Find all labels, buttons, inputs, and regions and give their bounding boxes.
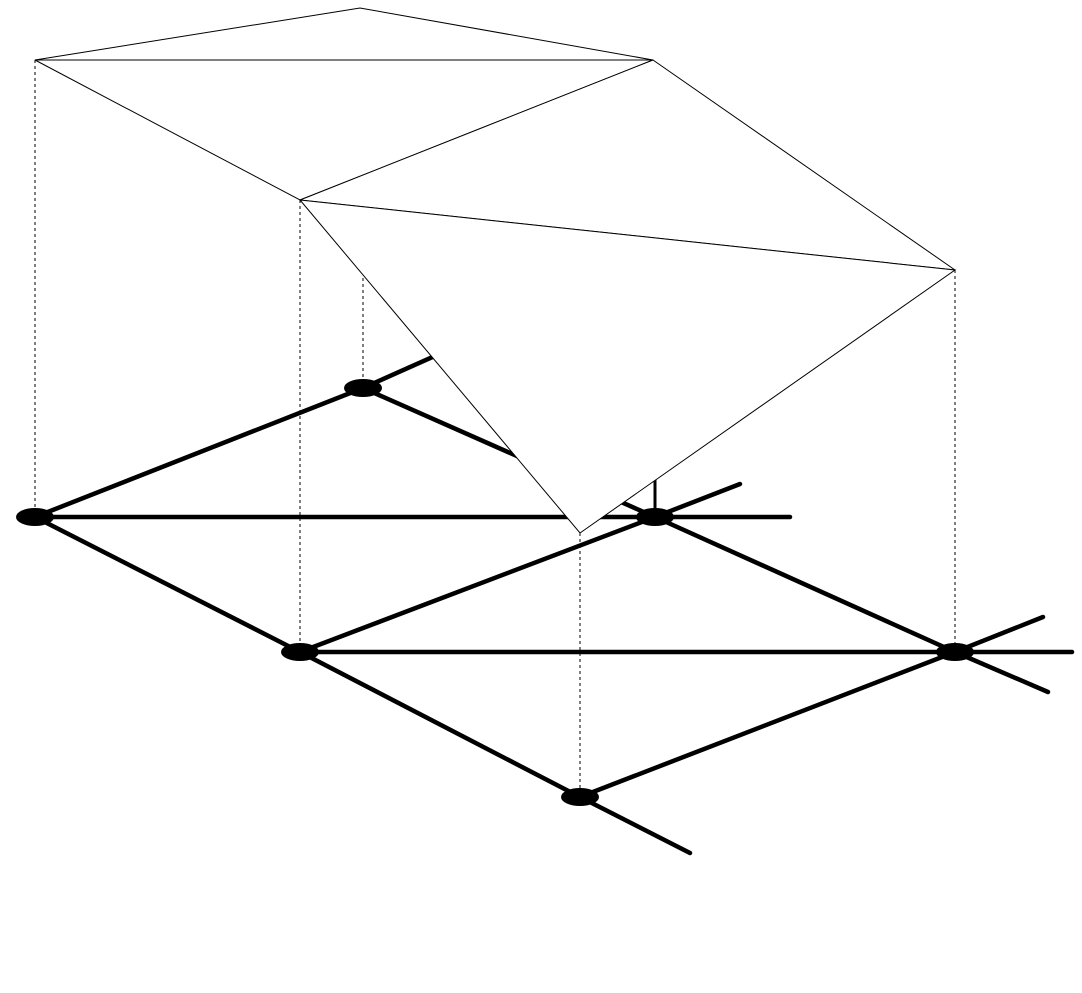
lattice-node (936, 643, 974, 661)
lattice-nodes (16, 379, 974, 806)
lattice-node (636, 508, 674, 526)
lattice-edge (652, 514, 958, 655)
lattice-edge (32, 514, 303, 655)
lattice-edge (297, 514, 658, 655)
lattice-node (561, 788, 599, 806)
surface-face-top (34, 7, 654, 61)
lattice-edge (297, 649, 583, 800)
surface (34, 7, 957, 534)
lattice-edge (952, 649, 1051, 695)
lattice-node (344, 379, 382, 397)
lattice-edge (952, 614, 1046, 655)
lattice-node (16, 508, 54, 526)
lattice-edge (577, 649, 958, 800)
lattice-edge (577, 794, 693, 856)
lattice-node (281, 643, 319, 661)
surface-face-front (298, 199, 957, 534)
lattice-edge (32, 385, 366, 520)
